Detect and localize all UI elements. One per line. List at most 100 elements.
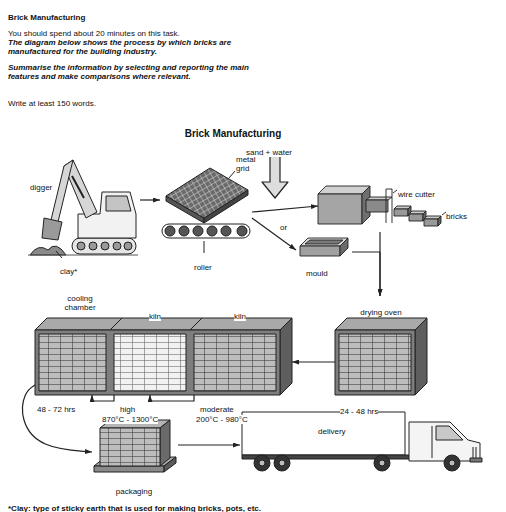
stage-label-holder: clay* <box>60 260 77 278</box>
label-text: Brick Manufacturing <box>8 13 85 22</box>
wire-cutter-illustration-part <box>394 209 408 216</box>
flow-arrow <box>140 199 160 200</box>
stage-label: bricks <box>446 212 467 221</box>
stage-label-holder: packaging <box>116 480 152 498</box>
truck-illustration-part <box>470 458 482 462</box>
flow-arrow <box>252 218 296 250</box>
stage-label-holder: wire cutter <box>398 183 435 201</box>
mould-illustration <box>300 238 348 256</box>
stage-label: moderate <box>200 405 234 414</box>
stage-label-holder: metal grid <box>236 155 264 173</box>
drying-oven-illustration <box>335 318 427 395</box>
label-text-holder: Summarise the information by selecting a… <box>8 63 278 81</box>
flow-arrow <box>92 395 114 401</box>
diagram-title-holder: Brick Manufacturing <box>185 123 282 141</box>
truck-illustration-part <box>254 455 270 471</box>
wire-cutter-illustration-part <box>366 200 388 212</box>
label-text-holder: sand + water <box>246 141 292 159</box>
diagram-title: Brick Manufacturing <box>185 128 282 140</box>
packaging-illustration-part <box>94 466 164 472</box>
process-stage: cooling chamber48 - 72 hrs <box>35 296 110 395</box>
wire-cutter-illustration-part <box>318 194 362 224</box>
label-text: or <box>280 223 287 232</box>
process-stage: kilnmoderate200°C - 980°C <box>190 296 292 395</box>
drying-oven-illustration-part <box>415 318 427 395</box>
stage-label: 200°C - 980°C <box>196 415 248 424</box>
stage-label-holder: cooling chamber <box>55 294 105 312</box>
stage-label: clay* <box>60 267 77 276</box>
label-text: Summarise the information by selecting a… <box>8 63 278 81</box>
process-stage: packaging <box>92 418 178 492</box>
wire-cutter-illustration-part <box>409 214 423 221</box>
stage-label-holder: 48 - 72 hrs <box>37 398 75 416</box>
digger-illustration-part <box>30 246 66 255</box>
kiln-chamber-illustration-part <box>35 318 292 330</box>
flow-arrow <box>178 444 240 445</box>
wire-cutter-illustration <box>318 186 446 226</box>
digger-illustration-part <box>42 218 62 240</box>
process-stage: delivery <box>240 410 484 472</box>
digger-illustration-part <box>72 238 136 254</box>
stage-label-holder: bricks <box>446 205 467 223</box>
digger-illustration-part <box>56 251 62 258</box>
digger-illustration-part <box>89 242 97 250</box>
label-text-holder: Write at least 150 words. <box>8 92 96 110</box>
conveyor-illustration-part <box>162 224 250 238</box>
process-stage: wire cutterbricks <box>318 180 442 232</box>
stage-label-holder: mould <box>306 262 328 280</box>
truck-illustration-part <box>379 460 385 466</box>
wire-cutter-illustration-part <box>386 189 392 223</box>
stage-label-holder: 870°C - 1300°C <box>102 408 158 426</box>
digger-illustration-part <box>106 196 131 211</box>
truck-illustration-part <box>274 455 290 471</box>
stage-label-holder: digger <box>30 176 52 194</box>
kiln-chamber-illustration-part <box>194 334 276 391</box>
process-stage: drying oven 24 - 48 hrs <box>335 296 427 420</box>
digger-illustration-part <box>101 242 109 250</box>
stage-label-holder: 24 - 48 hrs <box>340 400 378 418</box>
label-text: sand + water <box>246 148 292 157</box>
truck-illustration <box>242 412 482 471</box>
digger-illustration-part <box>113 242 121 250</box>
label-text: Write at least 150 words. <box>8 99 96 108</box>
digger-illustration-part <box>77 242 85 250</box>
kiln-chamber-illustration-part <box>110 318 122 330</box>
kiln-chamber-illustration-part <box>280 318 292 395</box>
label-text: You should spend about 20 minutes on thi… <box>8 29 180 38</box>
label-text: The diagram below shows the process by w… <box>8 38 278 56</box>
conveyor-illustration-part <box>237 226 247 236</box>
stage-label: metal grid <box>236 155 264 173</box>
wire-cutter-illustration-part <box>424 219 438 226</box>
packaging-illustration <box>94 420 176 472</box>
process-stage: metal gridroller <box>160 150 252 272</box>
stage-label: high <box>120 405 135 414</box>
truck-illustration-part <box>409 422 480 461</box>
truck-illustration-part <box>279 460 285 466</box>
conveyor-illustration-part <box>204 241 205 253</box>
label-text-holder: The diagram below shows the process by w… <box>8 38 278 56</box>
stage-label-holder: high <box>120 398 135 416</box>
mould-illustration-part <box>305 240 343 244</box>
sand-water-arrow-part <box>262 154 288 198</box>
stage-label: cooling chamber <box>55 294 105 312</box>
wire-cutter-illustration-part <box>318 186 370 194</box>
stage-label: 24 - 48 hrs <box>340 407 378 416</box>
packaging-illustration-part <box>160 420 170 466</box>
digger-illustration <box>28 160 138 258</box>
truck-illustration-part <box>374 455 390 471</box>
flow-arrow <box>23 385 92 452</box>
conveyor-illustration-part <box>229 171 235 178</box>
conveyor-illustration-part <box>165 226 175 236</box>
truck-illustration-part <box>473 447 476 458</box>
stage-label-holder: moderate <box>200 398 234 416</box>
mould-illustration-part <box>300 246 340 256</box>
stage-label: digger <box>30 183 52 192</box>
conveyor-illustration-part <box>221 226 231 236</box>
stage-label-holder: drying oven <box>360 301 401 319</box>
conveyor-illustration-part <box>207 226 217 236</box>
stage-label: packaging <box>116 487 152 496</box>
drying-oven-illustration-part <box>335 330 415 395</box>
kiln-chamber-illustration-part <box>39 334 106 391</box>
label-text-holder: *Clay: type of sticky earth that is used… <box>8 497 261 512</box>
